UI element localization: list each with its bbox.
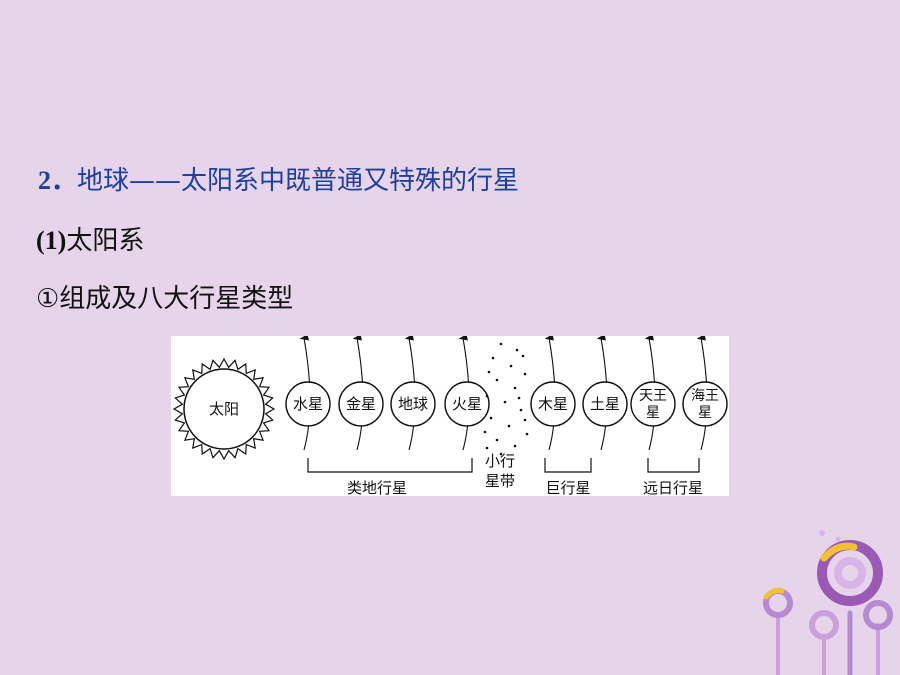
item-text: ①组成及八大行星类型: [36, 284, 294, 314]
subheading: (1)太阳系: [36, 220, 144, 257]
section-title: 地球——太阳系中既普通又特殊的行星: [77, 166, 520, 196]
planet-2: 地球: [390, 381, 436, 427]
planet-label-line1: 天王: [639, 388, 667, 404]
giant-bracket: [544, 458, 592, 473]
asteroid-dot: [517, 396, 521, 400]
asteroid-dot: [495, 378, 499, 382]
distant-label: 远日行星: [643, 479, 703, 496]
asteroid-dot: [495, 438, 499, 442]
planet-label: 地球: [398, 395, 428, 413]
sun: 太阳: [172, 357, 276, 461]
planet-circle: [444, 381, 490, 427]
sun-disc: [183, 368, 265, 450]
asteroid-dot: [503, 400, 507, 404]
asteroid-dot: [489, 416, 493, 420]
planet-label-line2: 星: [698, 405, 712, 421]
terrestrial-label: 类地行星: [347, 479, 407, 496]
corner-ornament: [763, 530, 893, 675]
asteroid-belt: [483, 342, 529, 456]
terrestrial-bracket: [307, 458, 473, 473]
asteroid-dot: [523, 372, 527, 376]
subheading-text: 太阳系: [66, 226, 145, 256]
solar-system-svg: 太阳 水星金星地球火星木星土星天王星海王星 小行 星带 类地行星 巨行星 远日行…: [172, 336, 728, 496]
asteroid-dot: [525, 432, 529, 436]
asteroid-dot: [521, 354, 525, 358]
planet-circle: [582, 381, 628, 427]
giant-label: 巨行星: [545, 479, 590, 496]
sun-label: 太阳: [209, 400, 239, 418]
planet-0: 水星: [285, 381, 331, 427]
planet-7: 海王星: [682, 381, 728, 427]
planet-3: 火星: [444, 381, 490, 427]
subheading-marker: (1): [36, 226, 67, 255]
asteroid-dot: [507, 424, 511, 428]
asteroid-dot: [491, 356, 495, 360]
planet-label: 土星: [590, 395, 620, 413]
planet-circle: [630, 381, 676, 427]
planet-circle: [285, 381, 331, 427]
planet-6: 天王星: [630, 381, 676, 427]
planet-1: 金星: [338, 381, 384, 427]
solar-system-diagram: 太阳 水星金星地球火星木星土星天王星海王星 小行 星带 类地行星 巨行星 远日行…: [171, 336, 729, 496]
asteroid-dot: [487, 370, 491, 374]
asteroid-dot: [523, 418, 527, 422]
asteroid-label-line1: 小行: [485, 452, 515, 470]
planet-circle: [682, 381, 728, 427]
planet-circle: [338, 381, 384, 427]
asteroid-dot: [483, 430, 487, 434]
planet-label: 木星: [538, 395, 568, 413]
distant-bracket: [647, 458, 700, 473]
asteroid-dot: [485, 446, 489, 450]
planets: 水星金星地球火星木星土星天王星海王星: [285, 381, 728, 427]
section-heading: 2．地球——太阳系中既普通又特殊的行星: [38, 160, 519, 197]
planet-5: 土星: [582, 381, 628, 427]
section-number: 2．: [38, 166, 78, 195]
asteroid-dot: [519, 408, 523, 412]
asteroid-dot: [513, 386, 517, 390]
planet-label: 水星: [293, 395, 323, 413]
planet-label: 金星: [346, 395, 376, 413]
asteroid-dot: [509, 364, 513, 368]
planet-label-line1: 海王: [691, 388, 719, 404]
asteroid-dot: [499, 452, 503, 456]
asteroid-dot: [513, 444, 517, 448]
planet-4: 木星: [530, 381, 576, 427]
asteroid-dot: [515, 348, 519, 352]
planet-label: 火星: [452, 395, 482, 413]
planet-circle: [530, 381, 576, 427]
asteroid-label-line2: 星带: [485, 472, 515, 490]
planet-label-line2: 星: [646, 405, 660, 421]
asteroid-dot: [485, 394, 489, 398]
asteroid-dot: [499, 342, 503, 346]
planet-circle: [390, 381, 436, 427]
